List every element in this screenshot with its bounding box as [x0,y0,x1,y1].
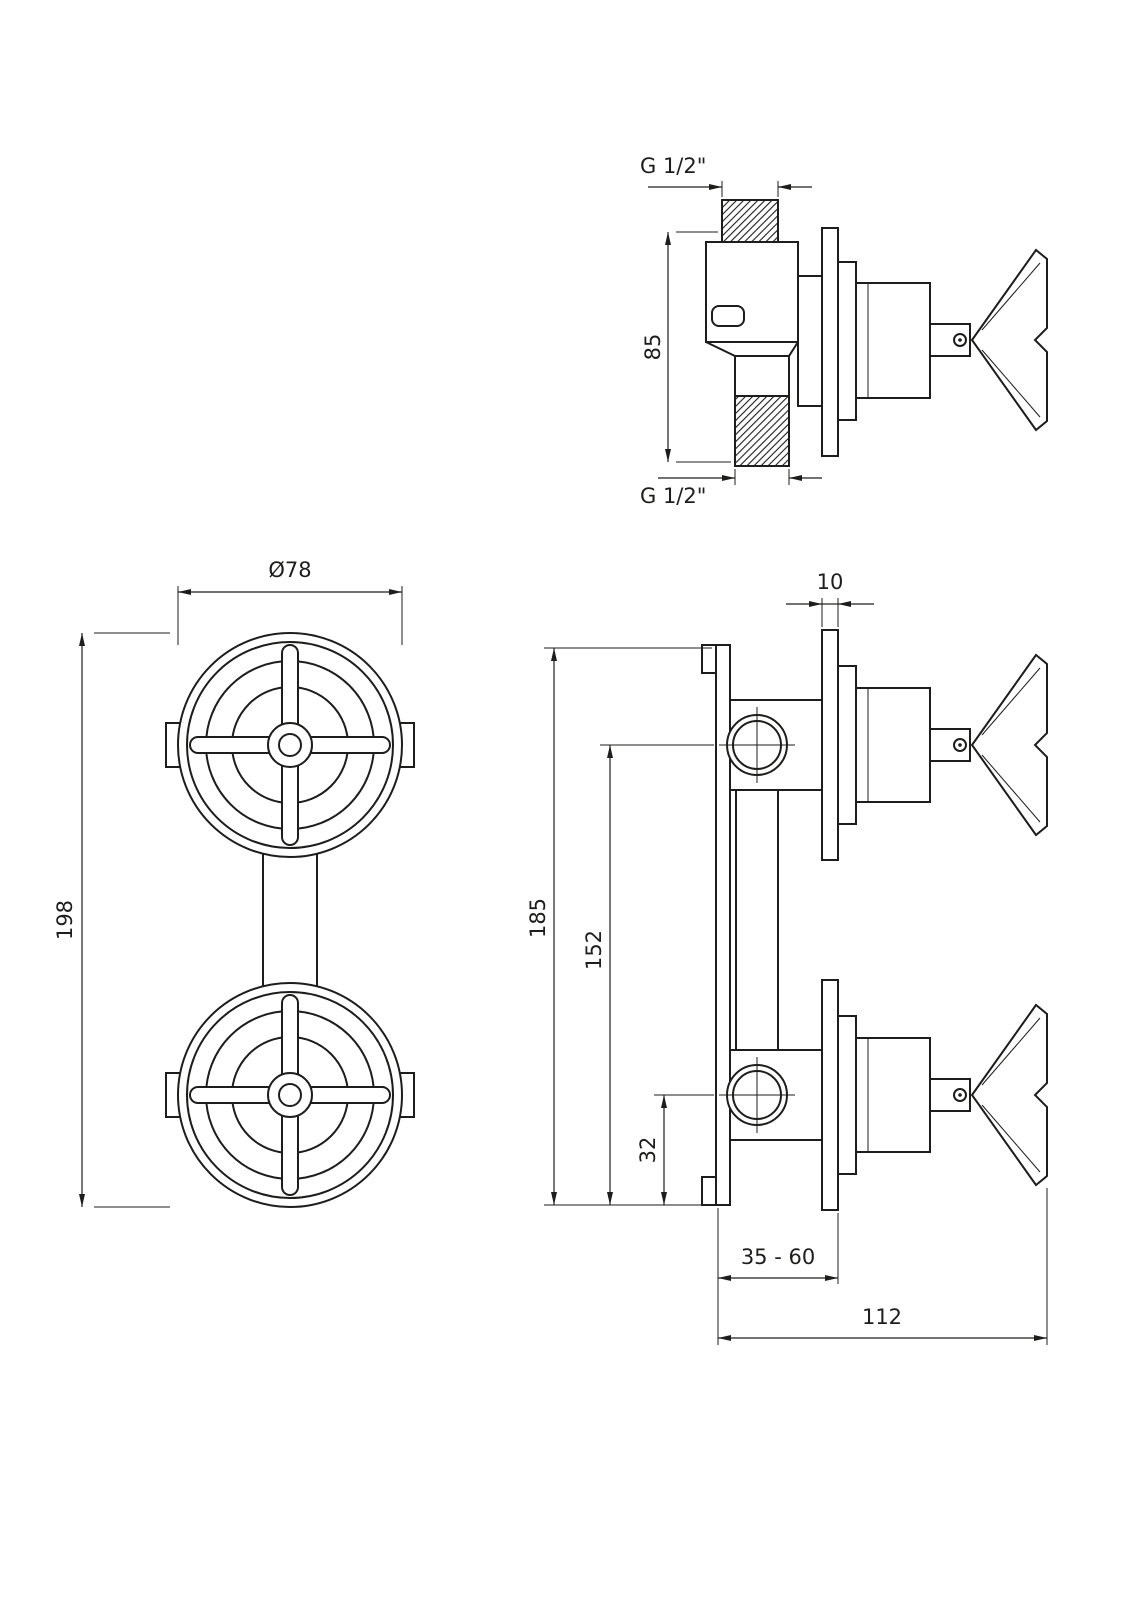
valve-body-side [705,199,1048,467]
cartridge [855,687,931,803]
dim-bottom-thread: G 1/2" [640,469,822,508]
outlet-side-view: G 1/2" 85 G 1/2" [640,154,1048,508]
wall-sleeve [797,275,823,407]
dim-height-85: 85 [641,231,731,463]
dim-height-185: 185 [526,647,712,1206]
dim-top-thread: G 1/2" [640,154,812,197]
top-threaded-nipple [721,199,779,243]
escutcheon-inner-circle [186,641,394,849]
dim-label-35-60: 35 - 60 [741,1245,815,1269]
escutcheon-hub [837,261,857,421]
dim-depth-112: 112 [718,1188,1048,1345]
upper-valve-side [719,629,1048,861]
cross-handle-side [970,653,1048,837]
dim-label-152: 152 [582,930,606,970]
dim-height-32: 32 [636,1094,714,1205]
in-wall-bar [715,644,731,1206]
dim-height-152: 152 [582,744,714,1205]
upper-handle-front [165,632,415,858]
hub-screw [278,733,302,757]
escutcheon-hub [837,665,857,825]
cross-handle-side [970,248,1048,432]
dim-plate-10: 10 [786,570,874,627]
escutcheon-plate [821,629,839,861]
body-transition [705,341,800,357]
handle-spoke-line [981,349,1041,418]
dim-label-top-thread: G 1/2" [640,154,706,178]
wall-body [701,644,779,1206]
lower-valve-side [718,979,1048,1211]
connecting-body-front [262,853,318,987]
body-slot-detail [711,305,745,327]
lower-neck [734,355,790,397]
installed-side-view: 10 185 152 32 35 - 60 112 [526,570,1048,1345]
cartridge [855,282,931,399]
handle-spoke-line [981,754,1041,823]
mounting-ear-bottom [701,1176,717,1206]
dim-label-198: 198 [53,900,77,940]
bottom-threaded-nipple [734,395,790,467]
mounting-ear-top [701,644,717,674]
dim-label-185: 185 [526,898,550,938]
lower-handle-front [165,982,415,1208]
escutcheon-plate [821,227,839,457]
dim-label-10: 10 [817,570,844,594]
front-view: Ø78 198 [53,558,415,1208]
set-screw-dot [958,743,962,747]
dim-label-32: 32 [636,1137,660,1164]
handle-spoke-line [981,262,1041,331]
handle-spoke-line [981,667,1041,736]
dim-depth-35-60: 35 - 60 [717,1208,839,1345]
dim-label-diameter: Ø78 [268,558,311,582]
dim-label-85: 85 [641,334,665,361]
handle-hub [267,722,313,768]
dim-label-bottom-thread: G 1/2" [640,484,706,508]
dim-height-198: 198 [53,632,170,1208]
dim-diameter-78: Ø78 [177,558,403,645]
set-screw-dot [958,338,962,342]
dim-label-112: 112 [862,1305,902,1329]
